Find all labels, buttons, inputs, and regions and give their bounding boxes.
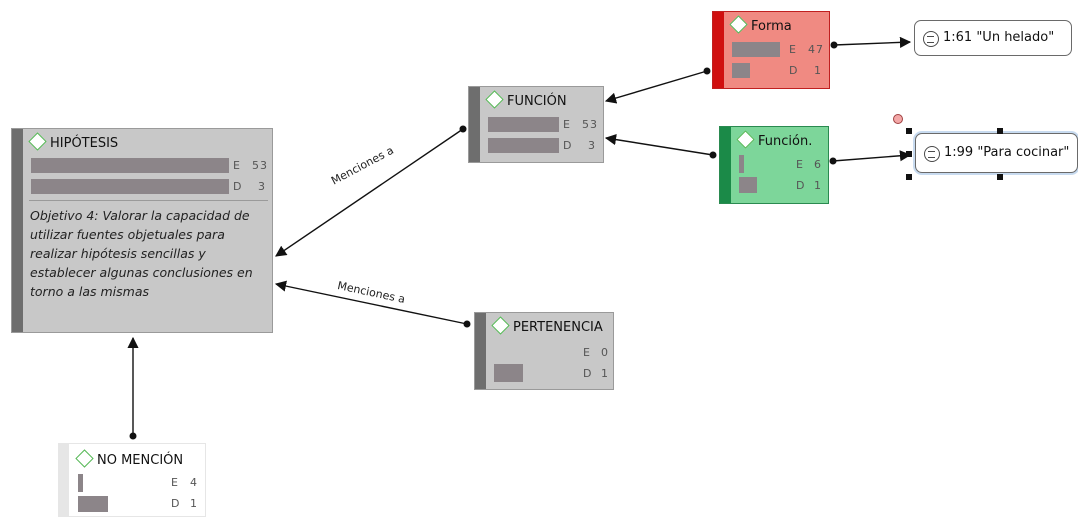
node-stripe xyxy=(720,127,731,203)
edge-funcion-hipotesis xyxy=(275,128,464,257)
groundedness-label: E xyxy=(583,346,591,359)
density-label: D xyxy=(583,367,593,380)
groundedness-value: 0 xyxy=(601,346,609,359)
quotation-icon xyxy=(923,31,939,47)
code-node-funcion[interactable]: FUNCIÓN E 53 D 3 xyxy=(468,86,604,163)
groundedness-label: E xyxy=(563,118,571,131)
code-icon xyxy=(75,449,94,468)
density-bar xyxy=(31,179,229,194)
groundedness-label: E xyxy=(796,158,804,171)
node-stripe xyxy=(59,444,69,516)
groundedness-bar xyxy=(78,474,83,492)
node-title: PERTENENCIA xyxy=(513,320,603,335)
groundedness-value: 53 xyxy=(582,118,598,131)
density-value: 1 xyxy=(601,367,609,380)
code-icon xyxy=(485,90,504,109)
edge-forma-quote1 xyxy=(833,36,912,48)
density-bar xyxy=(494,364,523,382)
node-title: Forma xyxy=(751,19,792,34)
quotation-icon xyxy=(924,146,940,162)
code-icon xyxy=(736,130,755,149)
density-value: 1 xyxy=(190,497,198,510)
selection-handle[interactable] xyxy=(906,128,912,134)
quotation-node-un-helado[interactable]: 1:61 "Un helado" xyxy=(914,20,1072,56)
groundedness-bar xyxy=(488,117,559,132)
density-value: 3 xyxy=(258,180,266,193)
node-stripe xyxy=(713,12,724,88)
divider xyxy=(29,200,268,201)
node-title: FUNCIÓN xyxy=(507,94,567,109)
code-node-pertenencia[interactable]: PERTENENCIA E 0 D 1 xyxy=(474,312,614,390)
density-value: 1 xyxy=(814,64,822,77)
groundedness-value: 53 xyxy=(252,159,268,172)
groundedness-label: E xyxy=(171,476,179,489)
node-stripe xyxy=(475,313,486,389)
quotation-label: 1:61 "Un helado" xyxy=(943,30,1055,45)
code-icon xyxy=(491,316,510,335)
code-node-no-mencion[interactable]: NO MENCIÓN E 4 D 1 xyxy=(58,443,206,517)
density-bar xyxy=(739,177,757,193)
edge-funciondot-quote2 xyxy=(832,150,912,162)
density-label: D xyxy=(171,497,181,510)
density-label: D xyxy=(563,139,573,152)
code-node-hipotesis[interactable]: HIPÓTESIS E 53 D 3 Objetivo 4: Valorar l… xyxy=(11,128,273,333)
code-icon xyxy=(28,132,47,151)
density-bar xyxy=(78,496,108,512)
density-label: D xyxy=(796,179,806,192)
density-value: 1 xyxy=(814,179,822,192)
node-title: NO MENCIÓN xyxy=(97,453,184,468)
density-label: D xyxy=(233,180,243,193)
selection-handle[interactable] xyxy=(997,128,1003,134)
code-node-funcion-dot[interactable]: Función. E 6 D 1 xyxy=(719,126,829,204)
selection-handle[interactable] xyxy=(906,151,912,157)
groundedness-value: 47 xyxy=(808,43,824,56)
density-value: 3 xyxy=(588,139,596,152)
density-label: D xyxy=(789,64,799,77)
groundedness-bar xyxy=(31,158,229,173)
density-bar xyxy=(488,138,559,153)
edge-forma-funcion xyxy=(604,70,708,104)
code-icon xyxy=(729,15,748,34)
quotation-node-para-cocinar[interactable]: 1:99 "Para cocinar" xyxy=(915,133,1078,173)
groundedness-label: E xyxy=(233,159,241,172)
groundedness-bar xyxy=(732,42,780,57)
selection-handle[interactable] xyxy=(906,174,912,180)
density-bar xyxy=(732,63,750,78)
groundedness-value: 6 xyxy=(814,158,822,171)
selection-handle[interactable] xyxy=(997,174,1003,180)
node-title: HIPÓTESIS xyxy=(50,136,119,151)
groundedness-value: 4 xyxy=(190,476,198,489)
node-stripe xyxy=(12,129,23,332)
quotation-label: 1:99 "Para cocinar" xyxy=(944,145,1070,160)
code-node-forma[interactable]: Forma E 47 D 1 xyxy=(712,11,830,89)
edge-funciondot-funcion xyxy=(604,134,714,156)
groundedness-bar xyxy=(739,155,744,173)
edge-pertenencia-hipotesis xyxy=(274,280,468,325)
node-title: Función. xyxy=(758,134,813,149)
rotate-handle xyxy=(893,114,903,124)
code-comment: Objetivo 4: Valorar la capacidad de util… xyxy=(30,208,253,299)
node-stripe xyxy=(469,87,480,162)
groundedness-label: E xyxy=(789,43,797,56)
